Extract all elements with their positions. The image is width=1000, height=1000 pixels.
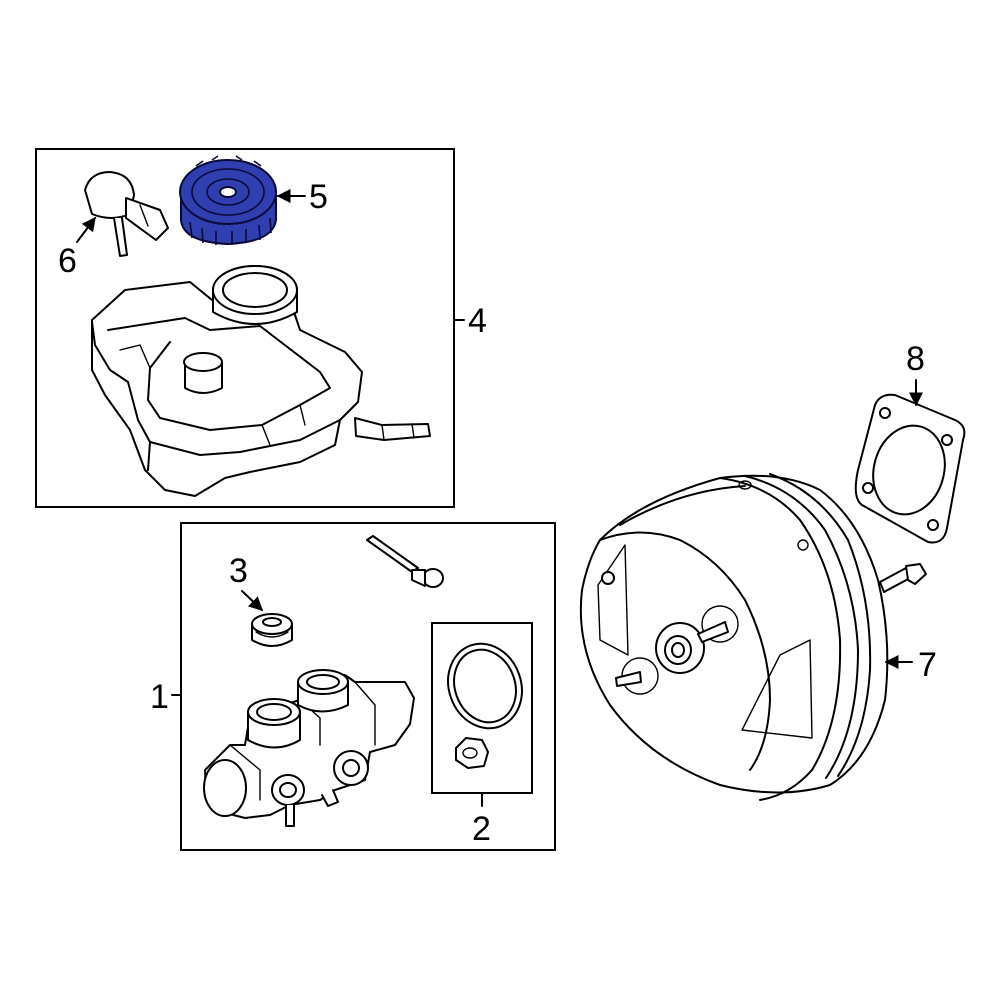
reservoir-tank[interactable] (91, 265, 431, 497)
callout-2[interactable]: 2 (472, 810, 491, 848)
callout-8[interactable]: 8 (906, 340, 925, 378)
callout-5[interactable]: 5 (309, 178, 328, 216)
callout-7[interactable]: 7 (918, 646, 937, 684)
master-cylinder-body[interactable] (203, 669, 415, 827)
grommet[interactable] (251, 613, 293, 647)
level-sensor[interactable] (84, 171, 169, 257)
seal-ring[interactable] (436, 633, 533, 738)
leader-lines (76, 189, 923, 807)
callout-3[interactable]: 3 (229, 552, 248, 590)
master-cylinder-group-box (180, 522, 556, 851)
reservoir-group-box (35, 148, 455, 508)
callout-4[interactable]: 4 (468, 302, 487, 340)
reservoir-cap[interactable] (179, 155, 277, 245)
nut[interactable] (455, 737, 489, 769)
seal-kit-box (431, 622, 533, 794)
pushrod-pin[interactable] (366, 535, 444, 588)
brake-booster[interactable] (579, 473, 927, 801)
callout-1[interactable]: 1 (150, 678, 169, 716)
booster-gasket[interactable] (854, 393, 966, 544)
callout-6[interactable]: 6 (58, 242, 77, 280)
